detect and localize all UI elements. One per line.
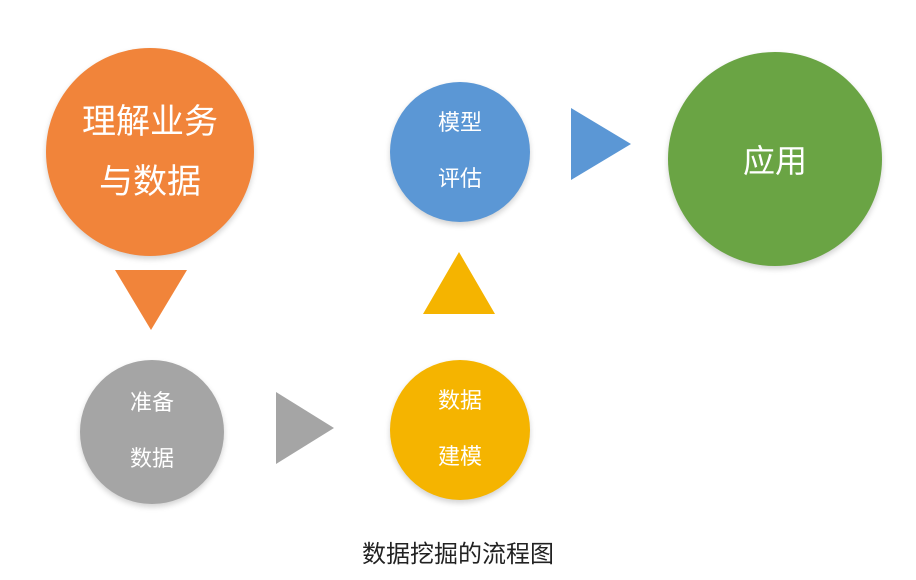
arrow-right-gray (276, 392, 334, 464)
node-model-evaluation: 模型 评估 (390, 82, 530, 222)
node-label-line1: 数据 (437, 389, 482, 414)
node-label-line2: 评估 (437, 167, 482, 192)
diagram-caption: 数据挖掘的流程图 (362, 540, 554, 568)
arrow-up-yellow (423, 252, 495, 314)
node-understand-business-data: 理解业务 与数据 (46, 48, 254, 256)
node-label-line2: 数据 (129, 447, 174, 472)
arrow-right-blue (571, 108, 631, 180)
node-label-line2: 与数据 (99, 162, 201, 202)
node-label-line2: 建模 (437, 445, 482, 470)
arrow-down-orange (115, 270, 187, 330)
node-label-line1: 理解业务 (82, 102, 218, 142)
node-label: 应用 (742, 142, 807, 180)
node-label-line1: 模型 (437, 111, 482, 136)
node-prepare-data: 准备 数据 (80, 360, 224, 504)
node-label-line1: 准备 (129, 391, 174, 416)
node-application: 应用 (668, 52, 882, 266)
node-data-modeling: 数据 建模 (390, 360, 530, 500)
